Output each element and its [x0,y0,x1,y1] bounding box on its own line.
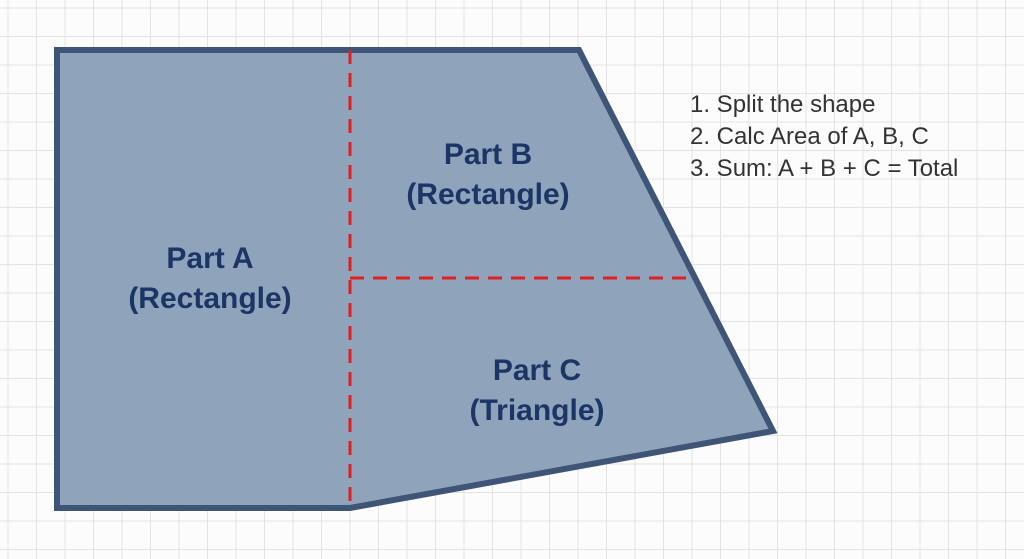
step-3: 3. Sum: A + B + C = Total [690,155,958,182]
step-1: 1. Split the shape [690,91,875,118]
steps-list: 1. Split the shape 2. Calc Area of A, B,… [690,91,958,182]
part-b-title: Part B [444,138,532,171]
part-b-subtitle: (Rectangle) [406,178,569,211]
part-b-label: Part B (Rectangle) [406,138,569,211]
part-c-subtitle: (Triangle) [469,394,604,427]
part-a-subtitle: (Rectangle) [128,282,291,315]
step-2: 2. Calc Area of A, B, C [690,123,929,150]
composite-shape [54,47,778,511]
part-c-title: Part C [493,354,581,387]
part-a-label: Part A (Rectangle) [128,242,291,315]
part-a-title: Part A [166,242,253,275]
part-c-label: Part C (Triangle) [469,354,604,427]
